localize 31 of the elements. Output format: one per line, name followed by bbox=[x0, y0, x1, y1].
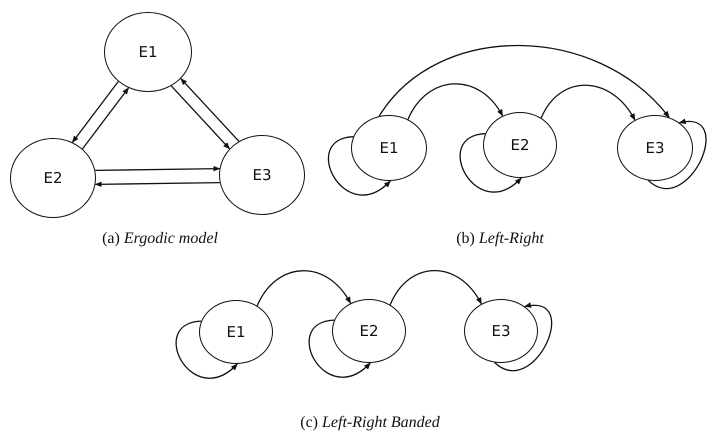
transition-arrow bbox=[378, 44, 670, 118]
state-label: E2 bbox=[43, 169, 63, 187]
state-ellipse bbox=[464, 299, 538, 363]
transition-arrow bbox=[94, 182, 220, 188]
state-label: E1 bbox=[138, 43, 158, 61]
state-label: E1 bbox=[226, 323, 246, 341]
transition-arrow bbox=[494, 303, 552, 372]
transition-arrow bbox=[170, 85, 230, 150]
state-label: E3 bbox=[491, 322, 511, 340]
transition-arrow bbox=[308, 319, 371, 378]
state-label: E1 bbox=[379, 139, 399, 157]
transition-arrow bbox=[328, 136, 391, 196]
state-label: E2 bbox=[359, 322, 379, 340]
subfigure-caption: (a) Ergodic model bbox=[102, 230, 218, 248]
state-label: E3 bbox=[645, 139, 665, 157]
transition-arrow bbox=[82, 87, 130, 150]
transition-arrow bbox=[72, 81, 119, 143]
subfigure-caption: (c) Left-Right Banded bbox=[300, 414, 440, 432]
transition-arrow bbox=[648, 119, 707, 190]
transition-arrow bbox=[460, 133, 522, 192]
subfigure-caption: (b) Left-Right bbox=[456, 230, 544, 248]
transition-arrow bbox=[176, 320, 238, 378]
transition-arrow bbox=[256, 270, 352, 306]
transition-arrow bbox=[390, 270, 482, 306]
transition-arrow bbox=[540, 84, 636, 121]
transition-arrow bbox=[407, 83, 504, 120]
state-ellipse bbox=[617, 115, 693, 181]
transition-arrow bbox=[180, 78, 240, 142]
state-label: E3 bbox=[252, 166, 272, 184]
state-label: E2 bbox=[510, 136, 530, 154]
transition-arrow bbox=[95, 166, 220, 172]
